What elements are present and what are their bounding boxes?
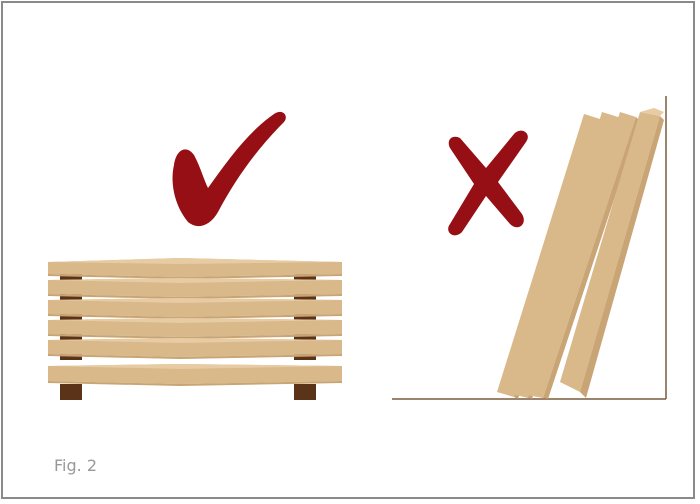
stacked-board-5 [48, 338, 342, 359]
check-icon [173, 112, 286, 226]
stacked-board-6 [48, 364, 342, 386]
leaning-boards [497, 108, 664, 399]
stacked-board-2 [48, 278, 342, 299]
incorrect-storage-panel [392, 96, 666, 399]
figure-caption: Fig. 2 [54, 456, 97, 475]
cross-icon [448, 131, 528, 236]
stacked-board-4 [48, 318, 342, 339]
stacked-board-3 [48, 298, 342, 319]
correct-storage-panel [48, 112, 342, 400]
stacked-board-1 [48, 258, 342, 279]
